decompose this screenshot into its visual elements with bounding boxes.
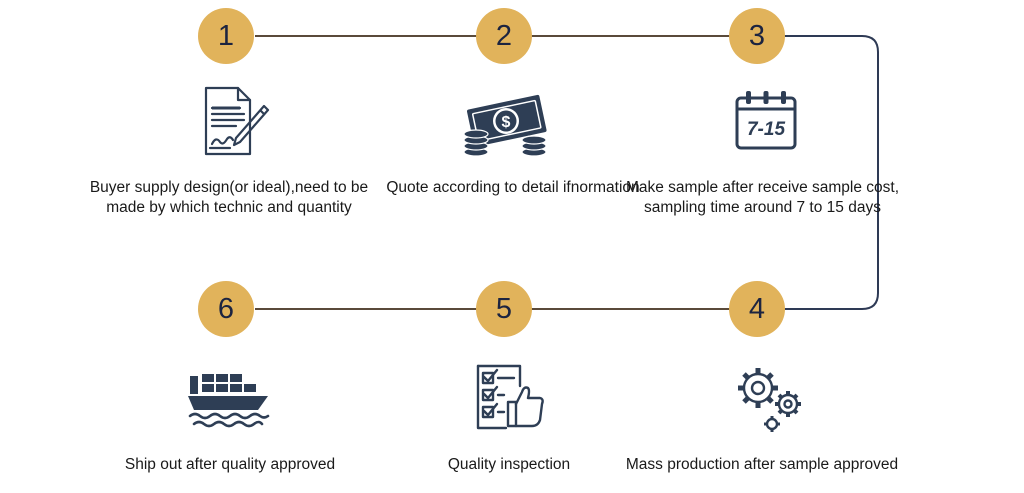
step-6-description: Ship out after quality approved bbox=[124, 456, 336, 473]
svg-text:$: $ bbox=[502, 114, 511, 131]
step-4-circle: 4 bbox=[729, 281, 785, 337]
step-3-circle: 3 bbox=[729, 8, 785, 64]
calendar-icon: 7-15 bbox=[735, 91, 797, 150]
step-6-circle: 6 bbox=[198, 281, 254, 337]
step-1-description: Buyer supply design(or ideal),need to be… bbox=[89, 179, 369, 216]
cargo-ship-icon bbox=[188, 374, 270, 428]
calendar-date-label: 7-15 bbox=[747, 119, 785, 140]
step-5-circle: 5 bbox=[476, 281, 532, 337]
contract-pen-icon bbox=[204, 86, 270, 156]
step-4-description: Mass production after sample approved bbox=[625, 456, 899, 473]
step-5-description: Quality inspection bbox=[447, 456, 571, 473]
gears-icon bbox=[738, 368, 801, 432]
step-3-description: Make sample after receive sample cost, s… bbox=[625, 179, 900, 216]
step-2-description: Quote according to detail ifnormation bbox=[386, 179, 640, 196]
money-coins-icon: $ bbox=[463, 94, 547, 157]
step-1-circle: 1 bbox=[198, 8, 254, 64]
checklist-thumbs-up-icon bbox=[476, 364, 544, 430]
step-2-circle: 2 bbox=[476, 8, 532, 64]
